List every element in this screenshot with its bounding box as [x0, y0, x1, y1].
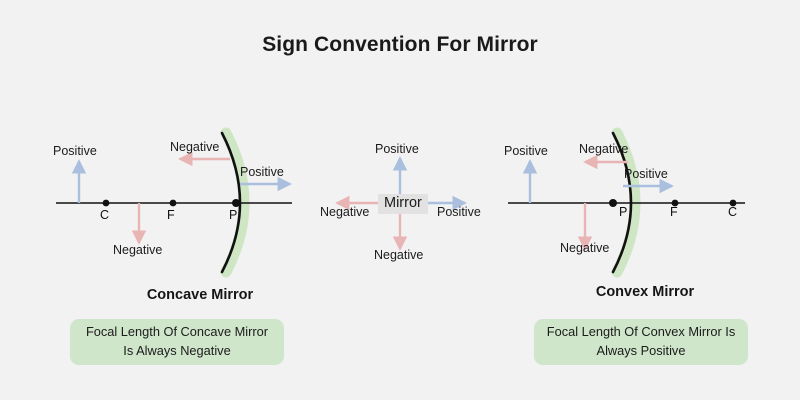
concave-label-right-positive: Positive — [240, 165, 284, 179]
center-label-up-positive: Positive — [375, 142, 419, 156]
mirror-chip-label: Mirror — [378, 194, 428, 215]
concave-label-down-negative: Negative — [113, 243, 163, 257]
convex-point-f — [671, 199, 679, 207]
concave-point-label-c: C — [100, 208, 110, 222]
convex-mirror-figure — [508, 127, 745, 278]
convex-point-label-f: F — [670, 205, 678, 219]
convex-label-down-negative: Negative — [560, 241, 610, 255]
concave-point-c — [102, 199, 110, 207]
concave-point-p — [232, 199, 240, 207]
center-label-left-negative: Negative — [320, 205, 370, 219]
center-label-right-positive: Positive — [437, 205, 481, 219]
concave-label-left-negative: Negative — [170, 140, 220, 154]
page-title: Sign Convention For Mirror — [262, 33, 538, 56]
convex-point-label-p: P — [619, 205, 628, 219]
convex-label-up-positive: Positive — [504, 144, 548, 158]
concave-mirror-figure — [56, 127, 292, 278]
concave-point-label-f: F — [167, 208, 175, 222]
convex-point-c — [729, 199, 737, 207]
concave-point-label-p: P — [229, 208, 238, 222]
convex-label-right-positive: Positive — [624, 167, 668, 181]
convex-point-label-c: C — [728, 205, 738, 219]
center-label-down-negative: Negative — [374, 248, 424, 262]
concave-caption-box: Focal Length Of Concave Mirror Is Always… — [70, 319, 284, 365]
concave-point-f — [169, 199, 177, 207]
center-sign-key — [335, 156, 467, 251]
convex-caption-box: Focal Length Of Convex Mirror Is Always … — [534, 319, 748, 365]
concave-section-title: Concave Mirror — [146, 287, 254, 303]
convex-label-left-negative: Negative — [579, 142, 629, 156]
convex-point-p — [609, 199, 617, 207]
convex-section-title: Convex Mirror — [595, 284, 695, 300]
concave-label-up-positive: Positive — [53, 144, 97, 158]
